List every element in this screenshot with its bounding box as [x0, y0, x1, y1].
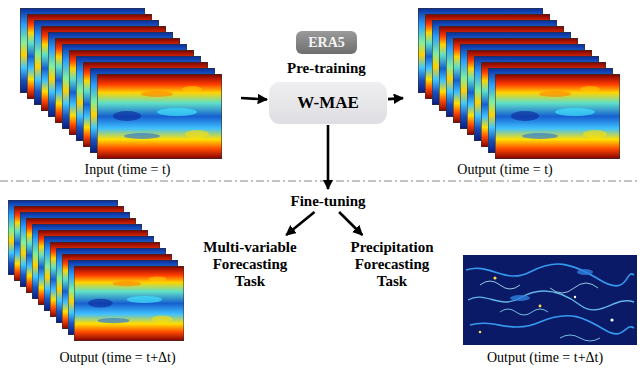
phase-label: Pre-training — [287, 59, 366, 77]
output-stack — [418, 8, 620, 159]
task-box: Precipitation Forecasting Task — [347, 237, 437, 292]
input-stack — [20, 8, 222, 159]
forecast-frames: Output (time = t+Δt) — [5, 190, 230, 366]
flow-arrow — [286, 212, 314, 235]
flow-arrow — [327, 125, 330, 189]
node-text: Output (time = t+Δt) — [59, 350, 175, 366]
node-text: Output (time = t) — [457, 162, 552, 178]
dataset-box: ERA5 — [296, 31, 357, 54]
input-frames: Input (time = t) — [15, 5, 240, 178]
forecast-stack — [8, 200, 184, 341]
output-frames: Output (time = t) — [405, 5, 605, 178]
node-text: W-MAE — [297, 93, 359, 113]
task-box: Multi-variable Forecasting Task — [200, 237, 300, 292]
model-box: W-MAE — [269, 82, 387, 124]
flow-arrow — [388, 98, 403, 99]
precipitation-map — [463, 255, 637, 345]
stage-label: Fine-tuning — [286, 191, 370, 211]
node-text: Precipitation Forecasting Task — [338, 239, 446, 290]
node-text: ERA5 — [308, 34, 345, 51]
node-text: Output (time = t+Δt) — [487, 350, 603, 366]
node-text: Input (time = t) — [84, 162, 170, 178]
separator-line — [0, 180, 640, 181]
flow-arrow — [241, 98, 267, 100]
precipitation-output: Output (time = t+Δt) — [460, 250, 630, 366]
flow-arrow — [339, 212, 362, 235]
node-text: Fine-tuning — [290, 192, 365, 210]
node-text: Multi-variable Forecasting Task — [196, 239, 304, 290]
